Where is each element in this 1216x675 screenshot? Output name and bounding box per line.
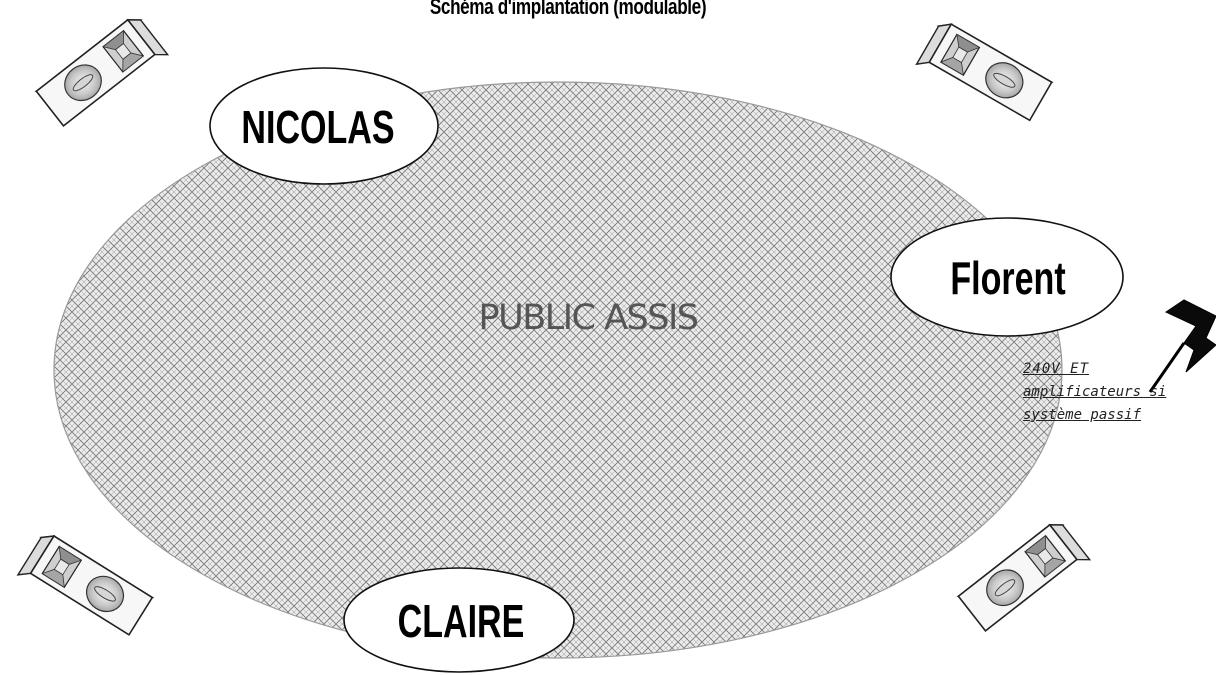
power-note: 240V ET amplificateurs si système passif — [1023, 358, 1215, 427]
diagram-title: Schéma d'implantation (modulable) — [429, 0, 707, 19]
speaker-icon — [915, 18, 1053, 129]
power-note-line: 240V ET — [1023, 361, 1090, 377]
speaker-icon — [17, 529, 154, 643]
lightning-icon — [1164, 299, 1216, 373]
musician-position-nicolas — [209, 67, 439, 185]
lightning-bolt-tail — [1148, 342, 1186, 393]
speaker-icon — [35, 12, 169, 134]
musician-name-nicolas: NICOLAS — [241, 101, 394, 153]
zone-label: PUBLIC ASSIS — [478, 298, 697, 338]
speaker-icon — [957, 517, 1091, 639]
power-note-line: amplificateurs si — [1023, 384, 1167, 400]
musician-name-florent: Florent — [950, 252, 1065, 304]
musician-position-claire — [343, 567, 575, 673]
musician-name-claire: CLAIRE — [398, 595, 525, 647]
musician-position-florent — [890, 217, 1124, 337]
audience-zone — [53, 81, 1063, 659]
power-note-line: système passif — [1023, 407, 1142, 423]
